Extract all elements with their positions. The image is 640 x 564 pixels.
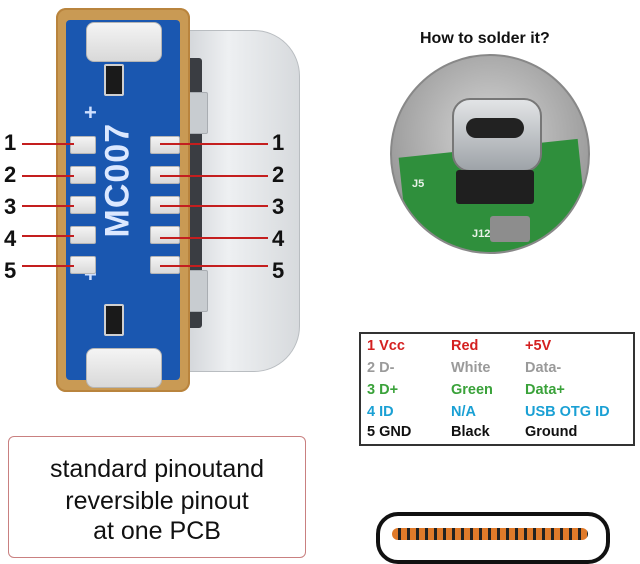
pcb-silkscreen-label: MC007 (98, 122, 137, 238)
pin-number-right: 1 (272, 130, 285, 155)
plus-mark: + (84, 100, 97, 125)
leader-line (22, 205, 74, 207)
leader-line (160, 237, 268, 239)
shell-tab (188, 270, 208, 312)
leader-line (160, 205, 268, 207)
leader-line (22, 175, 74, 177)
bottom-component (490, 216, 530, 242)
caption-box: standard pinoutand reversible pinout at … (8, 436, 306, 558)
solder-pad (150, 226, 180, 244)
caption-line: reversible pinout (65, 487, 249, 515)
pin-number-right: 3 (272, 194, 285, 219)
usb-c-slot (466, 118, 524, 138)
shell-tab (188, 92, 208, 134)
caption-line: at one PCB (93, 517, 221, 545)
solder-pad (70, 136, 96, 154)
pin-number-left: 4 (4, 226, 17, 251)
caption-line: standard pinoutand (49, 455, 265, 483)
solder-photo: J5 J12 (390, 54, 590, 254)
solder-joints (456, 170, 534, 204)
leader-line (160, 265, 268, 267)
pin-number-right: 2 (272, 162, 285, 187)
board-label: J5 (412, 178, 425, 190)
pin-number-left: 2 (4, 162, 17, 187)
leader-line (22, 265, 74, 267)
resistor-bottom (104, 304, 124, 336)
pinout-table: 1 Vcc Red +5V 2 D- White Data- 3 D+ Gree… (359, 332, 635, 446)
pin-number-left: 1 (4, 130, 17, 155)
cable-core (392, 528, 588, 540)
mount-pad-top (86, 22, 162, 62)
resistor-top (104, 64, 124, 96)
pin-number-right: 4 (272, 226, 285, 251)
pin-number-left: 5 (4, 258, 17, 283)
pin-number-left: 3 (4, 194, 17, 219)
leader-line (22, 143, 74, 145)
section-title: How to solder it? (420, 30, 550, 47)
mount-pad-bottom (86, 348, 162, 388)
leader-line (160, 175, 268, 177)
board-label: J12 (472, 228, 491, 240)
leader-line (22, 235, 74, 237)
pin-number-right: 5 (272, 258, 285, 283)
leader-line (160, 143, 268, 145)
solder-pad (150, 136, 180, 154)
